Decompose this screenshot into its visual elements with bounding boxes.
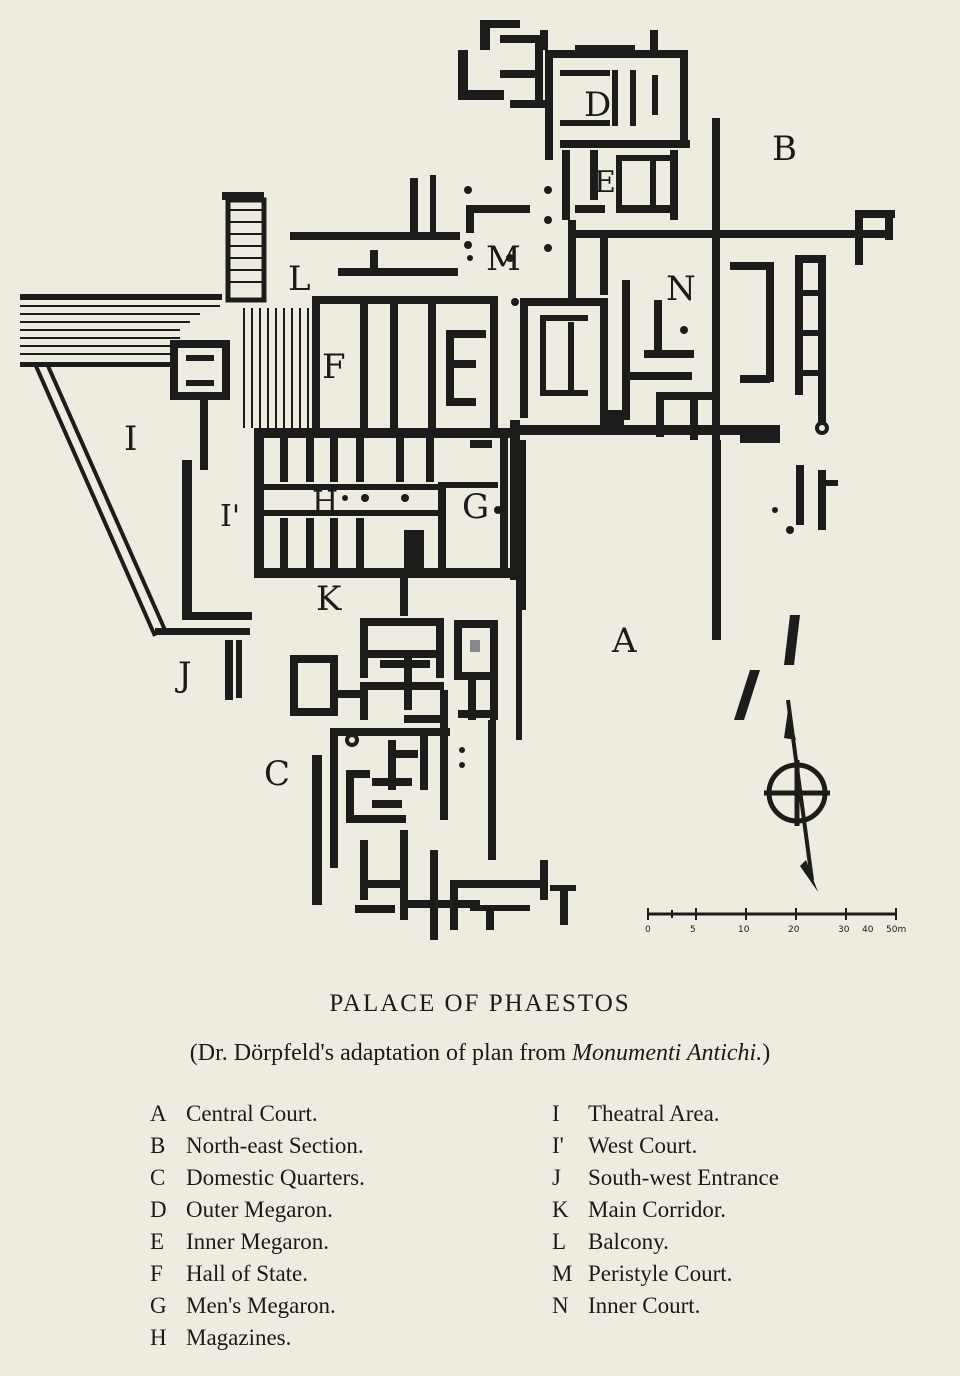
legend-item: J South-west Entrance [552, 1162, 779, 1194]
legend-text: Main Corridor. [588, 1197, 726, 1222]
legend-text: Peristyle Court. [588, 1261, 733, 1286]
legend-text: Balcony. [588, 1229, 669, 1254]
legend-text: North-east Section. [186, 1133, 364, 1158]
legend-item: B North-east Section. [150, 1130, 365, 1162]
tower-block [170, 340, 230, 400]
scale-bar: 0 5 10 20 30 40 50m [645, 908, 906, 935]
scale-label-10: 10 [738, 925, 750, 935]
legend-text: Central Court. [186, 1101, 318, 1126]
palace-plan: 0 5 10 20 30 40 50m A B C D E F G H I I'… [20, 20, 906, 940]
legend-key: I' [552, 1133, 564, 1158]
legend-key: G [150, 1293, 167, 1318]
plan-label-e: E [594, 165, 616, 200]
legend-item: F Hall of State. [150, 1258, 365, 1290]
inner-court-walls [520, 118, 895, 443]
scale-label-0: 0 [645, 925, 651, 935]
scale-label-50: 50m [886, 925, 906, 935]
legend-key: H [150, 1325, 167, 1350]
plan-label-i: I [124, 419, 137, 459]
plan-label-k: K [316, 579, 342, 619]
legend-text: Theatral Area. [588, 1101, 720, 1126]
legend-item: K Main Corridor. [552, 1194, 779, 1226]
legend-right-column: I Theatral Area. I' West Court. J South-wes… [552, 1098, 779, 1322]
legend-key: I [552, 1101, 560, 1126]
legend-text: Inner Court. [588, 1293, 701, 1318]
balcony-hatch [222, 192, 267, 303]
plan-label-c: C [264, 754, 290, 794]
plan-label-f: F [322, 347, 346, 387]
subtitle-post: ) [762, 1040, 771, 1066]
scale-label-20: 20 [788, 925, 800, 935]
legend-item: N Inner Court. [552, 1290, 779, 1322]
legend-item: M Peristyle Court. [552, 1258, 779, 1290]
plan-title: PALACE OF PHAESTOS [329, 990, 631, 1017]
legend-item: I' West Court. [552, 1130, 779, 1162]
legend-key: B [150, 1133, 166, 1158]
legend-key: L [552, 1229, 567, 1254]
scale-label-40: 40 [862, 925, 874, 935]
legend-item: C Domestic Quarters. [150, 1162, 365, 1194]
legend-text: Domestic Quarters. [186, 1165, 365, 1190]
legend-text: Outer Megaron. [186, 1197, 333, 1222]
legend-key: N [552, 1293, 569, 1318]
plan-label-g: G [462, 487, 489, 527]
plan-label-b: B [772, 129, 797, 169]
legend-text: Men's Megaron. [186, 1293, 336, 1318]
plan-label-i-prime: I' [220, 499, 240, 534]
plan-label-n: N [666, 269, 696, 309]
legend-text: Inner Megaron. [186, 1229, 330, 1254]
mens-megaron [438, 420, 520, 580]
legend-item: A Central Court. [150, 1098, 365, 1130]
peristyle-court [410, 175, 552, 306]
legend-item: I Theatral Area. [552, 1098, 779, 1130]
plan-label-a: A [611, 621, 637, 661]
legend-text: South-west Entrance [588, 1165, 779, 1190]
plan-label-h: H [312, 485, 338, 520]
balcony-corridor [290, 232, 460, 276]
legend-key: C [150, 1165, 166, 1190]
legend-key: A [150, 1101, 167, 1126]
north-group [458, 20, 690, 220]
legend-text: Magazines. [186, 1325, 292, 1350]
compass-symbol [764, 699, 830, 892]
legend-text: West Court. [588, 1133, 698, 1158]
legend-item: L Balcony. [552, 1226, 779, 1258]
scale-label-5: 5 [690, 925, 696, 935]
legend-key: F [150, 1261, 163, 1286]
grand-staircase [243, 308, 309, 428]
magazines [254, 428, 524, 578]
legend-key: M [552, 1261, 573, 1286]
legend-item: H Magazines. [150, 1322, 365, 1354]
legend-key: K [552, 1197, 569, 1222]
west-court-walls [182, 400, 252, 700]
plan-label-m: M [486, 239, 521, 279]
subtitle-pre: (Dr. Dörpfeld's adaptation of plan from [189, 1040, 572, 1066]
theatral-area-steps [20, 294, 250, 637]
domestic-quarters [290, 576, 576, 940]
legend-item: E Inner Megaron. [150, 1226, 365, 1258]
central-court-walls [520, 440, 838, 720]
legend-item: D Outer Megaron. [150, 1194, 365, 1226]
domestic-east-block [454, 580, 522, 860]
legend-left-column: A Central Court. B North-east Section. C Do… [150, 1098, 365, 1354]
scale-label-30: 30 [838, 925, 850, 935]
legend-item: G Men's Megaron. [150, 1290, 365, 1322]
plan-label-d: D [584, 85, 611, 125]
legend-key: D [150, 1197, 167, 1222]
legend-key: E [150, 1229, 165, 1254]
plan-label-j: J [175, 655, 192, 695]
plan-label-l: L [288, 259, 311, 299]
hall-of-state [312, 296, 498, 436]
legend-text: Hall of State. [186, 1261, 308, 1286]
legend-key: J [552, 1165, 561, 1190]
plan-subtitle: (Dr. Dörpfeld's adaptation of plan from … [0, 1040, 960, 1067]
subtitle-source: Monumenti Antichi. [572, 1040, 763, 1066]
